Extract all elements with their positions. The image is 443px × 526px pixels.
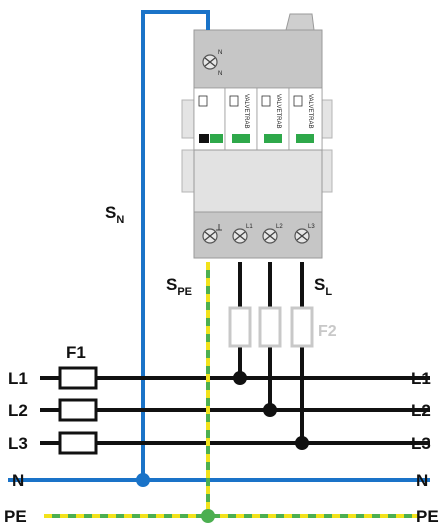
module-3: VALVETRAB [256,87,290,151]
screw-terminal-l3: L3 [294,224,315,244]
label-l3-left: L3 [8,434,28,453]
label-l1-left: L1 [8,369,28,388]
pe-junction [201,509,215,523]
label-l2-right: L2 [411,401,431,420]
device-top-clip [285,13,315,31]
label-pe-right: PE [416,507,439,526]
module-4: VALVETRAB [288,87,323,151]
label-pe-left: PE [4,507,27,526]
module-indicator-green [264,134,282,143]
module-brand-3: VALVETRAB [275,94,281,128]
junction-l3 [295,436,309,450]
label-l3-right: L3 [411,434,431,453]
module-icon [293,95,303,107]
module-icon [198,95,208,107]
label-sl: SL [314,275,332,298]
label-spe: SPE [166,275,192,298]
junction-l2 [263,403,277,417]
terminal-label-n-bottom: N [218,71,222,77]
terminal-label-l3: L3 [308,224,315,230]
label-sn: SN [105,203,124,226]
label-l1-right: L1 [411,369,431,388]
fuse-f2-l1 [228,306,252,348]
module-indicator-green [210,134,223,143]
fuse-f1-l3 [58,431,98,455]
module-2: VALVETRAB [224,87,258,151]
neutral-wire-sn [141,10,210,480]
fuse-f1-l2 [58,398,98,422]
device-lower-body [193,149,323,213]
module-indicator-green [232,134,250,143]
label-n-right: N [416,471,428,490]
module-brand-2: VALVETRAB [243,94,249,128]
label-l2-left: L2 [8,401,28,420]
screw-terminal-pe [202,224,222,244]
module-icon [229,95,239,107]
screw-terminal-l1: L1 [232,224,253,244]
surge-protection-device: N N VALVETRAB VALVETRAB VALVETRA [181,13,333,259]
label-f2: F2 [318,323,337,340]
module-indicator-black [199,134,209,143]
terminal-label-l1: L1 [246,224,253,230]
label-f1: F1 [66,343,86,362]
label-n-left: N [12,471,24,490]
fuse-f2-l2 [258,306,282,348]
junction-l1 [233,371,247,385]
module-1 [193,87,226,151]
fuse-f2-l3 [290,306,314,348]
module-icon [261,95,271,107]
module-indicator-green [296,134,314,143]
neutral-junction [136,473,150,487]
fuse-f1-l1 [58,366,98,390]
terminal-label-l2: L2 [276,224,283,230]
module-brand-4: VALVETRAB [307,94,313,128]
screw-terminal-l2: L2 [262,224,283,244]
terminal-label-n-top: N [218,50,222,56]
